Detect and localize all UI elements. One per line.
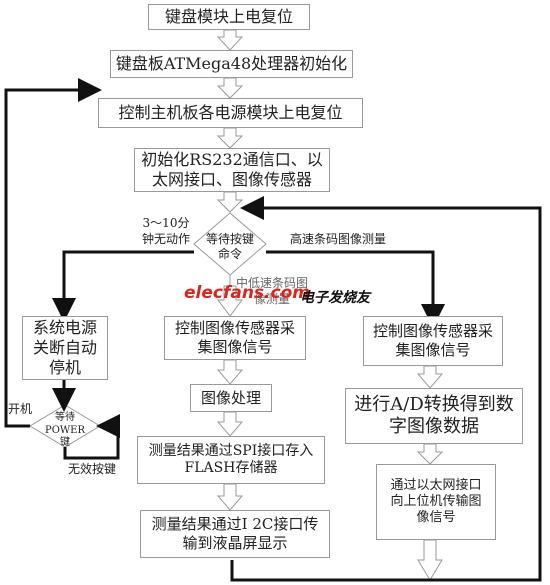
watermark-brand: elecfans.com (184, 283, 310, 303)
label-low-speed: 中低速条码图像测量 (236, 276, 309, 306)
label-high-speed: 高速条码图像测量 (290, 232, 387, 246)
line-power-on-loop (4, 78, 102, 428)
box-ethernet-transfer: 通过以太网接口向上位机传输图像信号 (376, 464, 496, 540)
block-arrow-6 (216, 359, 244, 385)
decision-wait-power-text: 等待POWER键 (44, 412, 86, 448)
block-arrow-8 (216, 483, 244, 511)
box-i2c-lcd-text: 测量结果通过I 2C接口传输到液晶屏显示 (151, 515, 319, 552)
box-interfaces-init-text: 初始化RS232通信口、以太网接口、图像传感器 (141, 150, 323, 189)
box-mid-capture: 控制图像传感器采集图像信号 (164, 316, 306, 360)
box-shutdown-text: 系统电源关断自动停机 (32, 318, 97, 377)
box-keyboard-reset-text: 键盘模块上电复位 (164, 7, 293, 26)
block-arrow-5 (217, 285, 243, 317)
label-timeout: 3～10分钟无动作 (141, 216, 190, 246)
box-shutdown: 系统电源关断自动停机 (22, 316, 108, 380)
block-arrow-7 (216, 411, 244, 437)
block-arrow-10 (416, 443, 444, 465)
box-atmega-init-text: 键盘板ATMega48处理器初始化 (115, 54, 348, 73)
block-arrow-9 (416, 365, 444, 389)
line-invalid-key (63, 414, 120, 460)
box-atmega-init: 键盘板ATMega48处理器初始化 (110, 50, 353, 78)
box-power-modules-reset-text: 控制主机板各电源模块上电复位 (118, 103, 343, 122)
line-loop-back (230, 206, 542, 582)
box-power-modules-reset: 控制主机板各电源模块上电复位 (98, 98, 363, 128)
box-i2c-lcd: 测量结果通过I 2C接口传输到液晶屏显示 (140, 510, 330, 558)
box-ethernet-transfer-text: 通过以太网接口向上位机传输图像信号 (390, 477, 482, 526)
block-arrow-3 (216, 127, 244, 149)
box-keyboard-reset: 键盘模块上电复位 (148, 4, 310, 30)
box-right-capture: 控制图像传感器采集图像信号 (363, 316, 503, 366)
box-image-processing-text: 图像处理 (200, 388, 261, 407)
box-spi-flash-text: 测量结果通过SPI接口存入FLASH存储器 (148, 442, 314, 477)
decision-wait-key-text: 等待按键命令 (206, 232, 255, 261)
box-spi-flash: 测量结果通过SPI接口存入FLASH存储器 (137, 436, 325, 484)
box-mid-capture-text: 控制图像传感器采集图像信号 (174, 319, 295, 356)
block-arrow-1 (216, 29, 244, 51)
block-arrows (216, 29, 444, 581)
block-arrow-4 (216, 191, 244, 213)
box-interfaces-init: 初始化RS232通信口、以太网接口、图像传感器 (134, 148, 330, 192)
label-invalid-key: 无效按键 (68, 462, 117, 476)
box-ad-convert: 进行A/D转换得到数字图像数据 (345, 388, 523, 444)
block-arrow-2 (216, 77, 244, 99)
flow-lines (4, 78, 542, 582)
label-power-on: 开机 (8, 402, 33, 416)
box-ad-convert-text: 进行A/D转换得到数字图像数据 (354, 393, 514, 438)
line-to-high-speed (266, 250, 445, 328)
box-right-capture-text: 控制图像传感器采集图像信号 (372, 322, 493, 359)
box-image-processing: 图像处理 (190, 384, 272, 412)
watermark-cn: 电子发烧友 (300, 290, 370, 306)
line-to-shutdown (52, 250, 194, 322)
block-arrow-11 (417, 539, 443, 581)
